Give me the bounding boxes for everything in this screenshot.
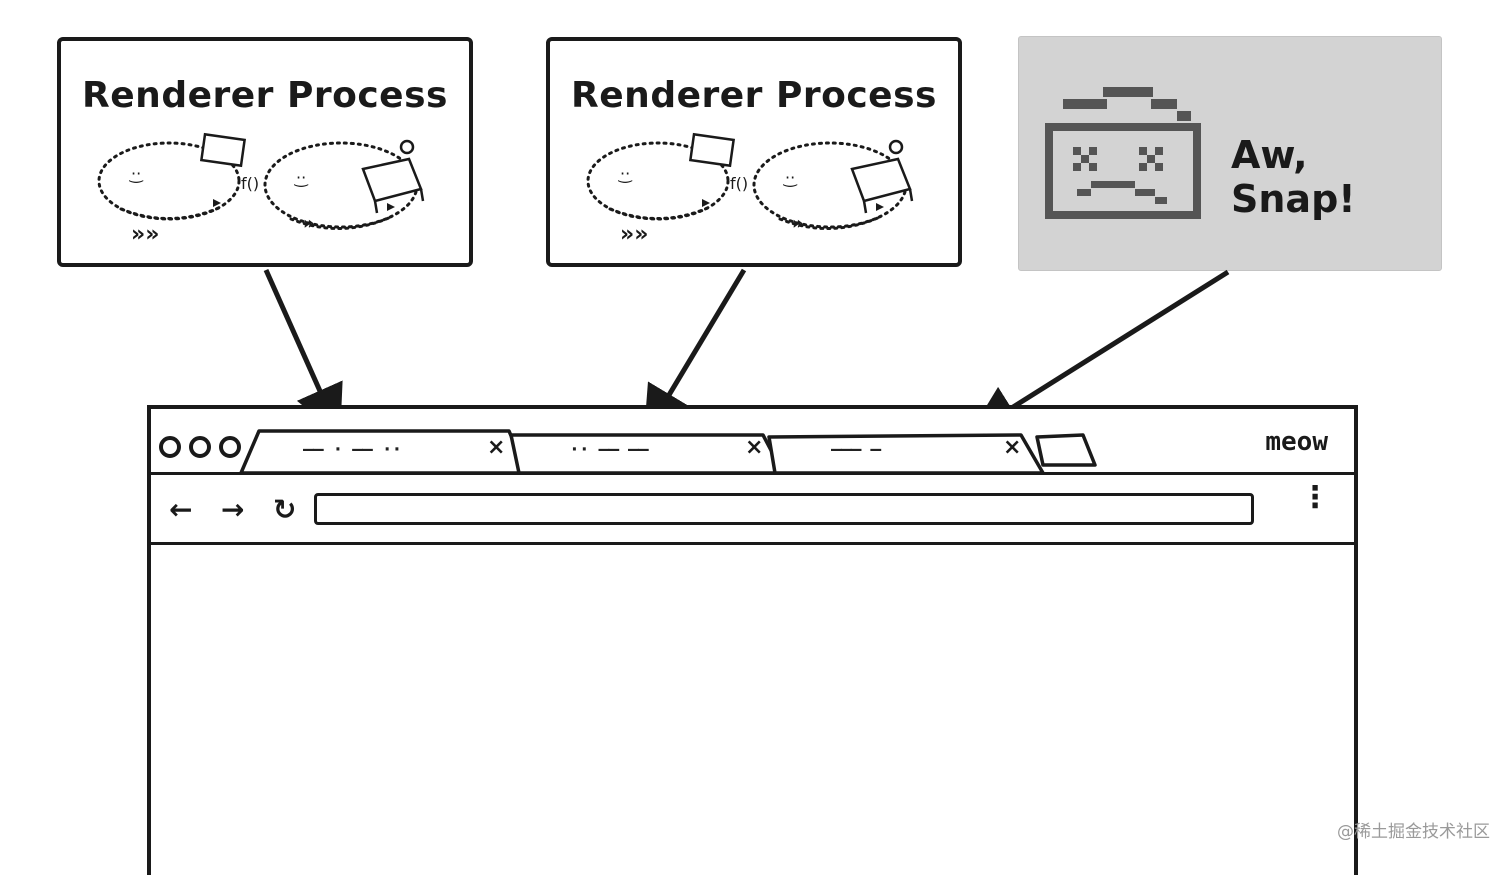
svg-text:·͜·: ·͜· <box>293 168 309 188</box>
tab-shape-3 <box>767 433 1045 475</box>
back-arrow-icon[interactable]: ← <box>169 493 193 526</box>
window-minimize-dot[interactable] <box>189 436 211 458</box>
arrow-process-2-to-tab-2 <box>643 268 747 438</box>
renderer-process-illustration-1: ·͜· ·͜· »» » f() <box>97 132 425 247</box>
crash-message: Aw, Snap! <box>1231 133 1356 221</box>
svg-text:·͜·: ·͜· <box>128 164 144 184</box>
svg-text:·͜·: ·͜· <box>617 164 633 184</box>
browser-brand: meow <box>1265 427 1328 457</box>
svg-text:»: » <box>792 213 804 234</box>
page-content-area <box>151 545 1354 875</box>
svg-text:·͜·: ·͜· <box>782 168 798 188</box>
window-close-dot[interactable] <box>159 436 181 458</box>
renderer-process-title-2: Renderer Process <box>571 75 937 116</box>
tab-1-close-icon[interactable]: × <box>487 435 506 460</box>
svg-text:»: » <box>303 213 315 234</box>
tab-shapes <box>239 429 1097 475</box>
tab-shape-2 <box>509 433 785 475</box>
browser-window: —— · —— ·· × ·· —— —— × ——— — × meow ← →… <box>147 405 1358 875</box>
tab-3-label[interactable]: ——— — <box>831 439 881 460</box>
tab-2-close-icon[interactable]: × <box>745 435 764 460</box>
svg-text:»»: »» <box>131 222 159 247</box>
address-bar[interactable] <box>314 493 1254 525</box>
tab-strip: —— · —— ·· × ·· —— —— × ——— — × meow <box>151 409 1354 475</box>
arrow-crash-to-tab-3 <box>969 269 1230 435</box>
crashed-tab-box: Aw, Snap! <box>1018 36 1442 271</box>
renderer-process-box-2: Renderer Process ·͜· ·͜· »» » f() <box>546 37 962 267</box>
renderer-process-illustration-2: ·͜· ·͜· »» » f() <box>586 132 914 247</box>
svg-text:f(): f() <box>241 174 259 193</box>
window-maximize-dot[interactable] <box>219 436 241 458</box>
svg-text:f(): f() <box>730 174 748 193</box>
renderer-process-title-1: Renderer Process <box>82 75 448 116</box>
new-tab-button <box>1035 433 1097 467</box>
watermark: @稀土掘金技术社区 <box>1337 822 1490 842</box>
tab-3-close-icon[interactable]: × <box>1003 435 1022 460</box>
tab-2-label[interactable]: ·· —— —— <box>569 439 649 460</box>
tab-1-label[interactable]: —— · —— ·· <box>303 439 402 460</box>
kebab-menu-icon[interactable]: ⋮ <box>1300 480 1330 515</box>
tab-shape-1 <box>239 429 529 475</box>
svg-text:»»: »» <box>620 222 648 247</box>
arrow-process-1-to-tab-1 <box>263 268 343 437</box>
sad-folder-icon <box>1045 87 1201 219</box>
forward-arrow-icon[interactable]: → <box>221 493 245 526</box>
reload-icon[interactable]: ↻ <box>273 493 297 526</box>
renderer-process-box-1: Renderer Process ·͜· ·͜· »» » f() <box>57 37 473 267</box>
browser-toolbar: ← → ↻ ⋮ <box>151 475 1354 545</box>
